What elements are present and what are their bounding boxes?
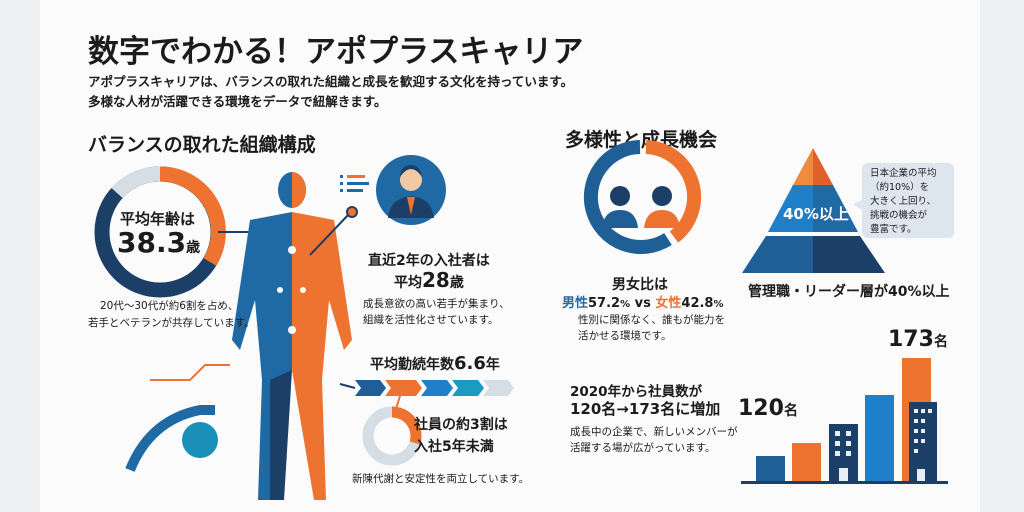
- growth-line-1: 2020年から社員数が: [570, 384, 703, 400]
- section1-footer: 新陳代謝と安定性を両立しています。: [352, 473, 530, 485]
- new-hires-label: 直近2年の入社者は: [368, 253, 490, 269]
- avg-age-label: 平均年齢は: [120, 210, 196, 228]
- tenure-chevron-bar: [355, 380, 514, 396]
- businessman-avatar-icon: [376, 155, 446, 225]
- new-hires-value: 平均28歳: [394, 268, 464, 292]
- growth-caption-2: 活躍する場が広がっています。: [570, 442, 716, 454]
- end-count: 173: [888, 327, 934, 352]
- callout-bubble: [853, 163, 954, 238]
- end-unit: 名: [933, 334, 948, 350]
- subtitle-line-1: アポプラスキャリアは、バランスの取れた組織と成長を歓迎する文化を持っています。: [88, 74, 574, 89]
- donut-segment-orange: [159, 166, 226, 266]
- bar-1: [756, 456, 785, 481]
- new-hires-caption-1: 成長意欲の高い若手が集まり、: [363, 298, 510, 310]
- under5-line-1: 社員の約3割は: [414, 417, 508, 433]
- callout-line: （約10%）を: [870, 182, 930, 193]
- avg-age-number: 38.3: [117, 226, 187, 259]
- tenure-label: 平均勤続年数6.6年: [370, 353, 500, 374]
- gender-ratio: 男性57.2% vs 女性42.8%: [562, 292, 724, 311]
- section-heading-diversity: 多様性と成長機会: [565, 129, 718, 151]
- human-figure-illustration: [232, 172, 352, 500]
- male-label: 男性: [562, 296, 589, 311]
- avg-age-unit: 歳: [186, 240, 201, 256]
- list-lines-icon: [340, 175, 369, 192]
- male-value: 57.2: [588, 296, 621, 311]
- callout-line: 大きく上回り、: [870, 196, 937, 207]
- pyramid-label: 40%以上: [783, 205, 849, 223]
- under5-line-2: 入社5年未満: [414, 439, 494, 455]
- growth-bar-chart: [741, 358, 948, 484]
- management-pyramid: [742, 148, 885, 273]
- female-value: 42.8: [681, 296, 714, 311]
- baseline: [741, 481, 948, 484]
- tenure-number: 6.6: [454, 353, 486, 374]
- female-pct: %: [713, 299, 724, 310]
- start-count-label: 120名: [738, 396, 798, 421]
- decorative-circle: [182, 422, 218, 458]
- vs-text: vs: [630, 296, 656, 311]
- callout-line: 挑戦の機会が: [870, 210, 928, 221]
- avg-age-caption-2: 若手とベテランが共存しています。: [88, 317, 255, 329]
- decorative-curve: [125, 405, 215, 472]
- section-heading-organization: バランスの取れた組織構成: [88, 134, 316, 156]
- start-unit: 名: [783, 403, 798, 419]
- male-icon: [602, 186, 638, 228]
- avg-age-caption-1: 20代〜30代が約6割を占め、: [100, 300, 239, 312]
- page-title: 数字でわかる！アポプラスキャリア: [88, 34, 584, 70]
- management-caption: 管理職・リーダー層が40%以上: [748, 284, 950, 300]
- bar-4: [865, 395, 894, 481]
- female-label: 女性: [655, 296, 682, 311]
- gender-label: 男女比は: [612, 277, 668, 293]
- end-count-label: 173名: [888, 327, 948, 352]
- new-hires-number: 28: [422, 268, 450, 292]
- new-hires-unit: 歳: [449, 275, 464, 291]
- subtitle-line-2: 多様な人材が活躍できる環境をデータで紐解きます。: [88, 94, 387, 109]
- new-hires-prefix: 平均: [394, 275, 422, 291]
- growth-caption-1: 成長中の企業で、新しいメンバーが: [570, 426, 738, 438]
- bar-2: [792, 443, 821, 481]
- under5-donut: [362, 406, 422, 466]
- callout-line: 日本企業の平均: [870, 168, 937, 179]
- gender-donut: [583, 140, 702, 254]
- gender-caption-2: 活かせる環境です。: [578, 330, 672, 342]
- gender-caption-1: 性別に関係なく、誰もが能力を: [578, 314, 725, 326]
- male-pct: %: [620, 299, 631, 310]
- female-icon: [644, 186, 680, 228]
- donut-segment-gray: [111, 166, 161, 199]
- growth-line-2: 120名→173名に増加: [570, 400, 721, 418]
- tenure-unit: 年: [485, 357, 500, 373]
- start-count: 120: [738, 396, 784, 421]
- new-hires-caption-2: 組織を活性化させています。: [363, 314, 499, 326]
- callout-line: 豊富です。: [870, 224, 917, 235]
- tenure-text: 平均勤続年数: [370, 357, 454, 373]
- callout-text: 日本企業の平均 （約10%）を 大きく上回り、 挑戦の機会が 豊富です。: [870, 167, 937, 237]
- avg-age-value: 38.3歳: [117, 226, 200, 259]
